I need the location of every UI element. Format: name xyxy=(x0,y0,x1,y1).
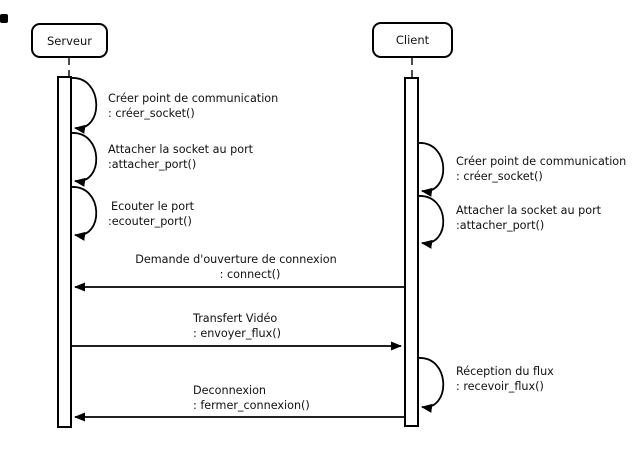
message-connect-line1: Demande d'ouverture de connexion xyxy=(135,253,336,266)
client-self-loop-3 xyxy=(417,357,445,413)
serveur-self-loop-3 xyxy=(70,186,98,241)
client-step-1-line2: : créer_socket() xyxy=(456,170,543,183)
serveur-self-loop-2 xyxy=(70,132,98,187)
message-envoyer-line2: : envoyer_flux() xyxy=(193,327,281,340)
client-activation-bar xyxy=(404,77,419,427)
message-envoyer-line1: Transfert Vidéo xyxy=(192,312,277,325)
serveur-step-3-line2: :ecouter_port() xyxy=(108,215,192,228)
serveur-step-1-line2: : créer_socket() xyxy=(108,107,195,120)
serveur-step-1-line1: Créer point de communication xyxy=(108,92,278,105)
client-step-1-line1: Créer point de communication xyxy=(456,155,626,168)
serveur-activation-bar xyxy=(57,76,72,428)
message-deconnexion-line1: Deconnexion xyxy=(193,384,266,397)
actor-label-serveur: Serveur xyxy=(47,34,92,48)
serveur-step-2-line1: Attacher la socket au port xyxy=(108,143,254,156)
corner-mark-icon xyxy=(0,14,8,23)
client-step-3-line2: : recevoir_flux() xyxy=(456,380,544,393)
client-self-loop-2 xyxy=(417,195,445,249)
client-step-2-line1: Attacher la socket au port xyxy=(456,204,602,217)
actor-box-client xyxy=(372,22,453,58)
client-step-2-line2: :attacher_port() xyxy=(456,219,544,232)
serveur-step-3-line1: Ecouter le port xyxy=(111,200,195,213)
message-connect-line2: : connect() xyxy=(220,268,281,281)
message-deconnexion-line2: : fermer_connexion() xyxy=(193,399,310,412)
actor-label-client: Client xyxy=(396,33,430,47)
serveur-self-loop-1 xyxy=(70,77,98,134)
actor-box-serveur xyxy=(31,23,108,58)
serveur-step-2-line2: :attacher_port() xyxy=(108,158,196,171)
client-step-3-line1: Réception du flux xyxy=(456,365,554,378)
client-self-loop-1 xyxy=(417,142,445,197)
